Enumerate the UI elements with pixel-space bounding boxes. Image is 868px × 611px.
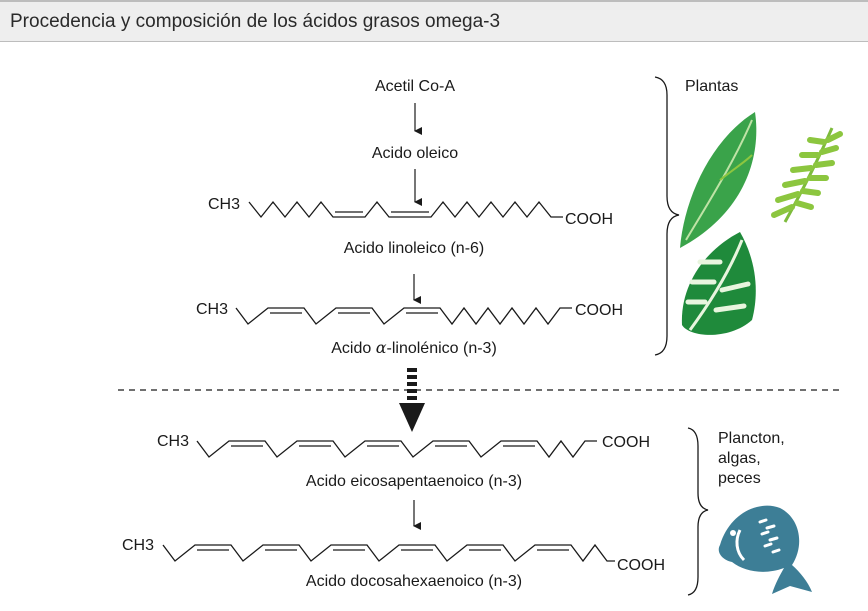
dashed-arrow [399, 368, 425, 432]
linoleic-ch3: CH3 [208, 196, 240, 213]
linoleic-chain [248, 200, 563, 219]
marine-brace [687, 427, 709, 596]
epa-chain [196, 439, 597, 459]
fern-leaf-icon [771, 127, 843, 223]
marine-label: Plancton, algas, peces [718, 430, 789, 487]
alinolenic-chain [235, 306, 572, 326]
alinolenic-ch3: CH3 [196, 301, 228, 318]
dha-cooh: COOH [617, 557, 665, 574]
alinolenic-cooh: COOH [575, 302, 623, 319]
epa-cooh: COOH [602, 434, 650, 451]
linoleic-acid-label: Acido linoleico (n-6) [344, 240, 485, 257]
alinolenic-acid-label: Acido α-linolénico (n-3) [331, 338, 497, 357]
acetyl-coa-label: Acetil Co-A [375, 78, 455, 95]
plants-label: Plantas [685, 78, 738, 95]
linoleic-cooh: COOH [565, 211, 613, 228]
oleic-acid-label: Acido oleico [372, 145, 458, 162]
monstera-leaf-icon [681, 232, 756, 335]
dha-ch3: CH3 [122, 537, 154, 554]
epa-acid-label: Acido eicosapentaenoico (n-3) [306, 473, 522, 490]
epa-ch3: CH3 [157, 433, 189, 450]
title-bar: Procedencia y composición de los ácidos … [0, 0, 868, 42]
dha-chain [162, 543, 615, 563]
dha-acid-label: Acido docosahexaenoico (n-3) [306, 573, 522, 590]
fish-icon [718, 505, 812, 594]
leaf-icon [680, 112, 757, 248]
page-title: Procedencia y composición de los ácidos … [10, 11, 501, 32]
plants-brace [654, 76, 680, 356]
